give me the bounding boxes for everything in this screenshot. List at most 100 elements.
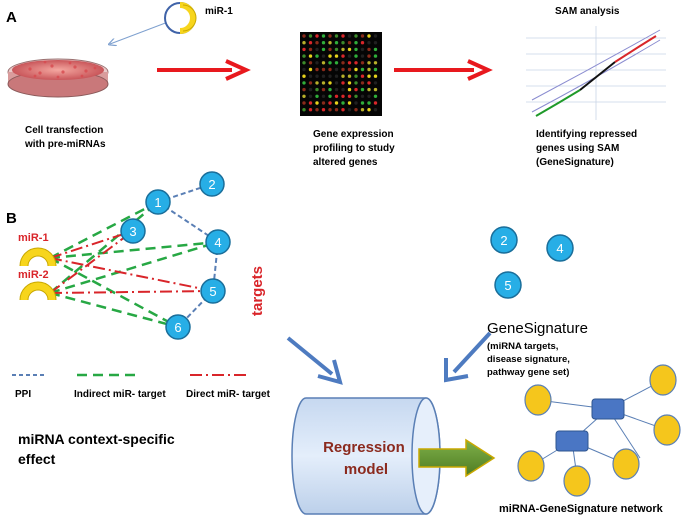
- svg-text:5: 5: [504, 278, 511, 293]
- microarray-spot: [302, 41, 306, 45]
- microarray-spot: [367, 108, 371, 112]
- microarray-spot: [334, 67, 339, 72]
- microarray-spot: [354, 54, 358, 58]
- microarray-spot: [328, 61, 332, 65]
- microarray-spot: [347, 34, 352, 38]
- microarray-spot: [308, 74, 313, 78]
- microarray-spot: [347, 54, 352, 58]
- microarray-spot: [354, 108, 358, 112]
- microarray-spot: [328, 108, 332, 112]
- microarray-spot: [321, 54, 326, 58]
- microarray-spot: [354, 87, 358, 92]
- microarray-spot: [334, 94, 339, 99]
- microarray-spot: [308, 87, 313, 92]
- sam-caption: Identifying repressed genes using SAM (G…: [536, 129, 640, 168]
- microarray-spot: [367, 81, 371, 85]
- microarray-spot: [328, 101, 332, 105]
- profiling-caption: Gene expression profiling to study alter…: [313, 129, 397, 168]
- microarray-spot: [315, 61, 319, 65]
- microarray-spot: [328, 67, 332, 72]
- microarray-spot: [347, 81, 352, 85]
- microarray-spot: [302, 81, 306, 85]
- sam-title: SAM analysis: [555, 6, 620, 17]
- petri-dish-icon: [7, 58, 109, 98]
- microarray-spot: [373, 101, 378, 105]
- microarray-spot: [315, 54, 319, 58]
- microarray-spot: [328, 54, 332, 58]
- microarray-spot: [334, 47, 339, 52]
- microarray-spot: [315, 87, 319, 92]
- signature-node-5: 5: [494, 271, 522, 299]
- svg-text:1: 1: [154, 195, 161, 210]
- microarray-spot: [360, 101, 365, 105]
- microarray-spot: [373, 87, 378, 92]
- microarray-spot: [373, 54, 378, 58]
- microarray-spot: [334, 87, 339, 92]
- microarray-spot: [328, 34, 332, 38]
- microarray-spot: [328, 74, 332, 78]
- microarray-spot: [321, 47, 326, 52]
- microarray-spot: [334, 74, 339, 78]
- microarray-spot: [373, 41, 378, 45]
- microarray-spot: [373, 94, 378, 99]
- microarray-spot: [367, 67, 371, 72]
- microarray-spot: [354, 94, 358, 99]
- microarray-spot: [321, 101, 326, 105]
- genesignature-title: GeneSignature: [487, 320, 588, 337]
- microarray-spot: [354, 81, 358, 85]
- svg-text:5: 5: [209, 284, 216, 299]
- microarray-spot: [347, 87, 352, 92]
- microarray-spot: [321, 81, 326, 85]
- microarray-spot: [321, 108, 326, 112]
- microarray-spot: [347, 61, 352, 65]
- microarray-spot: [360, 47, 365, 52]
- microarray-spot: [334, 54, 339, 58]
- microarray-spot: [347, 108, 352, 112]
- microarray-spot: [347, 47, 352, 52]
- microarray-spot: [302, 74, 306, 78]
- microarray-spot: [360, 94, 365, 99]
- mirna-2-icon: [19, 281, 57, 301]
- microarray-spot: [367, 101, 371, 105]
- microarray-spot: [360, 54, 365, 58]
- microarray-spot: [334, 34, 339, 38]
- svg-text:3: 3: [129, 224, 136, 239]
- microarray-spot: [373, 74, 378, 78]
- microarray-spot: [302, 87, 306, 92]
- svg-text:4: 4: [214, 235, 221, 250]
- microarray-spot: [341, 34, 345, 38]
- plasmid-icon: [164, 2, 197, 34]
- microarray-spot: [367, 94, 371, 99]
- microarray-spot: [308, 101, 313, 105]
- svg-text:2: 2: [500, 233, 507, 248]
- legend-direct-label: Direct miR- target: [186, 389, 271, 400]
- genesignature-details: (miRNA targets, disease signature, pathw…: [487, 341, 573, 378]
- microarray-spot: [367, 47, 371, 52]
- microarray-spot: [341, 74, 345, 78]
- microarray-spot: [354, 67, 358, 72]
- microarray-spot: [302, 67, 306, 72]
- microarray-spot: [360, 108, 365, 112]
- microarray-spot: [354, 34, 358, 38]
- red-flow-arrow-2: [394, 59, 493, 81]
- gene-node-4: 4: [205, 229, 231, 255]
- microarray-spot: [341, 41, 345, 45]
- microarray-spot: [354, 41, 358, 45]
- microarray-spot: [347, 94, 352, 99]
- microarray-spot: [315, 108, 319, 112]
- microarray-spot: [308, 47, 313, 52]
- microarray-spot: [367, 41, 371, 45]
- microarray-spot: [341, 47, 345, 52]
- microarray-spot: [354, 101, 358, 105]
- panel-a-label: A: [6, 9, 17, 26]
- svg-text:2: 2: [208, 177, 215, 192]
- mir1-label: miR-1: [18, 232, 49, 244]
- microarray-spot: [308, 81, 313, 85]
- microarray-spot: [302, 94, 306, 99]
- microarray-spot: [308, 34, 313, 38]
- microarray-spot: [341, 94, 345, 99]
- microarray-spot: [302, 34, 306, 38]
- microarray-spot: [315, 47, 319, 52]
- microarray-spot: [367, 74, 371, 78]
- microarray-spot: [321, 61, 326, 65]
